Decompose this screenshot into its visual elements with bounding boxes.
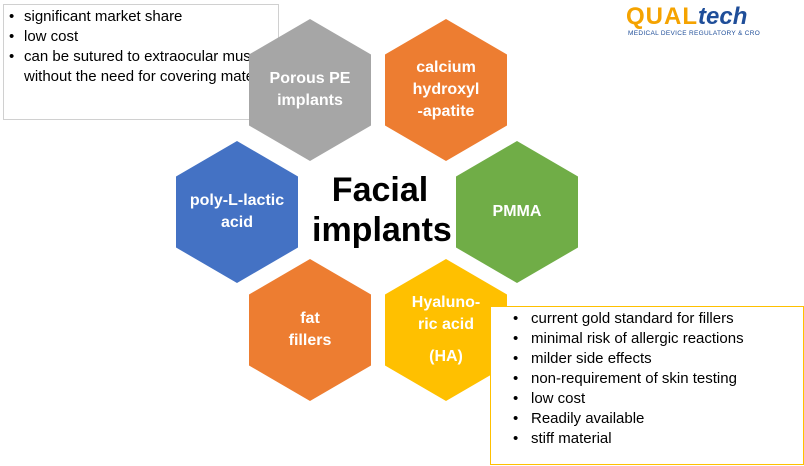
hexagon-label-line: acid [220,214,253,231]
hexagon-label-line: hydroxyl [412,81,480,98]
hexagon-label-line: ric acid [417,316,474,333]
porous-pe-notes-box: significant market share low cost can be… [3,4,279,120]
logo-tagline: MEDICAL DEVICE REGULATORY & CRO [628,30,761,37]
hexagon-fat-fillers: fat fillers [249,259,371,401]
center-title-line: implants [312,211,452,249]
list-item: milder side effects [491,349,803,369]
logo-wordmark-part2: tech [698,3,748,30]
list-item: low cost [4,27,278,47]
hexagon-label-line: (HA) [429,348,463,365]
list-item: low cost [491,389,803,409]
hexagon-calcium-hydroxylapatite: calcium hydroxyl -apatite [385,19,507,161]
hexagon-porous-pe: Porous PE implants [249,19,371,161]
hexagon-label-line: Hyaluno- [411,294,481,311]
porous-pe-notes-list: significant market share low cost can be… [4,7,278,87]
list-item: current gold standard for fillers [491,309,803,329]
center-title: Facial implants [312,170,452,250]
hexagon-label-line: fat [300,310,320,327]
list-item: non-requirement of skin testing [491,369,803,389]
hyaluronic-acid-notes-list: current gold standard for fillers minima… [491,309,803,449]
qualtech-logo: QUALtech MEDICAL DEVICE REGULATORY & CRO [626,4,774,44]
hyaluronic-acid-notes-box: current gold standard for fillers minima… [490,306,804,465]
list-item: Readily available [491,409,803,429]
hexagon-label-line: Porous PE [269,70,351,87]
hexagon-label-line: PMMA [492,203,542,220]
hexagon-label-line: calcium [416,59,476,76]
list-item: minimal risk of allergic reactions [491,329,803,349]
hexagon-pmma: PMMA [456,141,578,283]
center-title-line: Facial [331,171,429,209]
hexagon-label-line: implants [277,92,343,109]
hexagon-label-line: -apatite [417,103,475,120]
logo-wordmark: QUALtech [626,4,747,30]
list-item: significant market share [4,7,278,27]
list-item: stiff material [491,429,803,449]
hexagon-label-line: fillers [288,332,332,349]
list-item: can be sutured to extraocular muscles wi… [4,47,278,87]
hexagon-poly-l-lactic-acid: poly-L-lactic acid [176,141,298,283]
logo-wordmark-part1: QUAL [626,3,698,30]
hexagon-hyaluronic-acid: Hyaluno- ric acid (HA) [385,259,507,401]
hexagon-label-line: poly-L-lactic [189,192,285,209]
